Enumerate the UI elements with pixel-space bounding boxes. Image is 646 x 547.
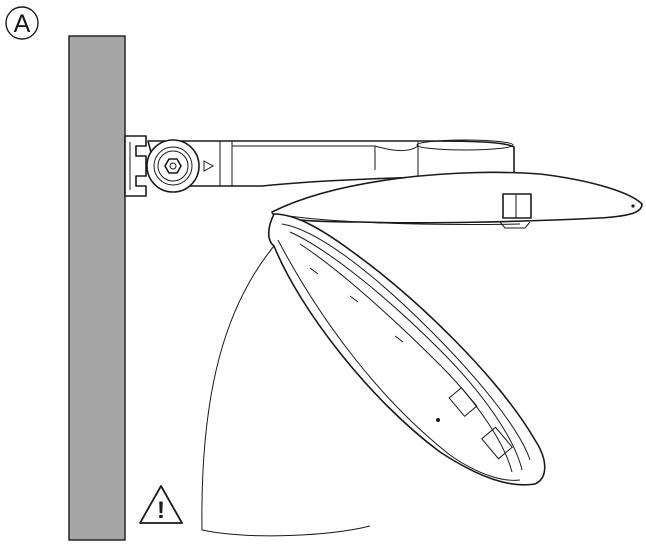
swing-arc [201, 245, 371, 537]
step-label: A [14, 10, 31, 38]
arrow-marker-icon [203, 160, 215, 172]
warning-triangle-icon: ! [139, 485, 183, 524]
hex-nut-icon [164, 158, 182, 174]
step-circle-icon [5, 6, 39, 40]
wall-bracket [124, 135, 147, 197]
warning-symbol: ! [157, 497, 165, 524]
step-label-badge: A [5, 6, 39, 40]
upper-housing [271, 171, 643, 229]
hinge-knob [146, 139, 215, 193]
wall [68, 35, 126, 541]
hinged-cover [267, 213, 546, 486]
